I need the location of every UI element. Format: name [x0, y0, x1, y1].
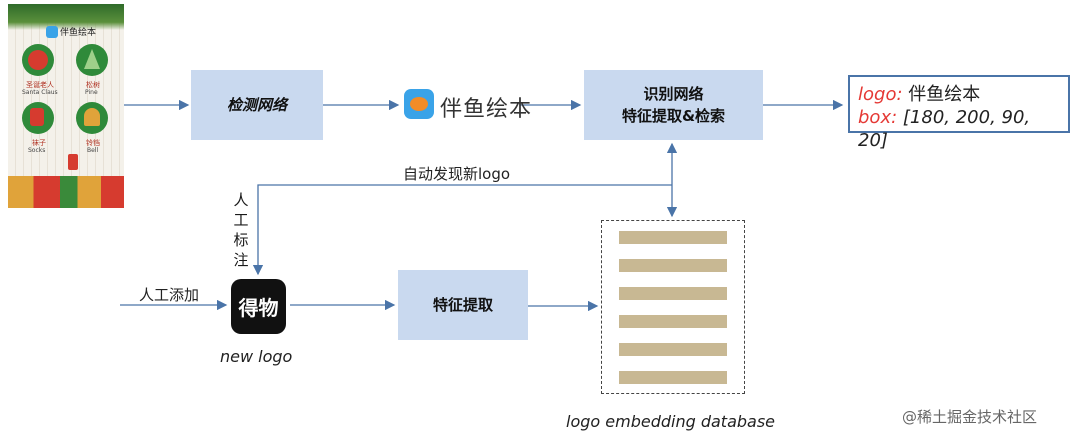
- fish-logo-icon: [404, 89, 434, 119]
- auto-discover-label: 自动发现新logo: [403, 165, 511, 183]
- garland-decoration: [8, 4, 124, 30]
- card-zh-bell: 铃铛: [86, 139, 100, 147]
- manual-add-label: 人工添加: [139, 286, 200, 304]
- app-title: 伴鱼绘本: [60, 28, 97, 38]
- new-logo-icon: 得物: [231, 279, 286, 334]
- manual-label-char: 人: [233, 191, 249, 209]
- santa-face-icon: [28, 50, 48, 70]
- manual-label-char: 工: [233, 211, 249, 229]
- recognition-label-2: 特征提取&检索: [621, 107, 726, 125]
- card-zh-pine: 松树: [86, 81, 100, 89]
- output-logo-value: 伴鱼绘本: [908, 84, 981, 105]
- detected-logo-text: 伴鱼绘本: [440, 97, 533, 122]
- feature-extraction-label: 特征提取: [432, 296, 493, 314]
- output-logo-line: logo: 伴鱼绘本: [858, 83, 1060, 106]
- output-box-key: box:: [858, 107, 898, 128]
- arrow-feedback-to-newlogo: [252, 184, 672, 276]
- recognition-label-1: 识别网络: [643, 85, 704, 103]
- card-en-pine: Pine: [85, 89, 98, 96]
- db-entry-bar: [619, 343, 727, 356]
- recognition-network-box: 识别网络 特征提取&检索: [584, 70, 763, 140]
- card-en-santa: Santa Claus: [22, 89, 58, 96]
- manual-label-char: 标: [233, 231, 249, 249]
- db-entry-bar: [619, 287, 727, 300]
- sock-icon: [30, 108, 44, 126]
- new-logo-caption: new logo: [220, 347, 293, 366]
- fish-body-icon: [410, 97, 428, 111]
- manual-label-vertical: 人 工 标 注: [232, 190, 250, 270]
- output-box-value: [180, 200, 90, 20]: [858, 107, 1031, 151]
- card-en-socks: Socks: [28, 147, 46, 154]
- bell-icon: [84, 108, 100, 126]
- card-zh-santa: 圣诞老人: [26, 81, 54, 89]
- embedding-database: [601, 220, 745, 394]
- db-entry-bar: [619, 259, 727, 272]
- db-entry-bar: [619, 315, 727, 328]
- db-entry-bar: [619, 231, 727, 244]
- pine-tree-icon: [84, 49, 100, 69]
- card-en-bell: Bell: [87, 147, 99, 154]
- app-icon: [46, 26, 58, 38]
- manual-label-char: 注: [233, 251, 249, 269]
- card-zh-socks: 袜子: [32, 139, 46, 147]
- detection-network-box: 检测网络: [191, 70, 323, 140]
- db-entry-bar: [619, 371, 727, 384]
- database-caption: logo embedding database: [566, 412, 776, 431]
- output-box-line: box: [180, 200, 90, 20]: [858, 106, 1060, 152]
- new-logo-glyph: 得物: [238, 296, 279, 320]
- output-result-box: logo: 伴鱼绘本 box: [180, 200, 90, 20]: [848, 75, 1070, 151]
- gifts-decoration: [8, 176, 124, 208]
- feature-extraction-box: 特征提取: [398, 270, 528, 340]
- stocking-decoration: [68, 154, 78, 170]
- detection-network-label: 检测网络: [226, 96, 287, 114]
- watermark: @稀土掘金技术社区: [902, 408, 1038, 426]
- input-screenshot: 伴鱼绘本 圣诞老人 Santa Claus 松树 Pine 袜子 Socks 铃…: [8, 4, 124, 208]
- output-logo-key: logo:: [858, 84, 903, 105]
